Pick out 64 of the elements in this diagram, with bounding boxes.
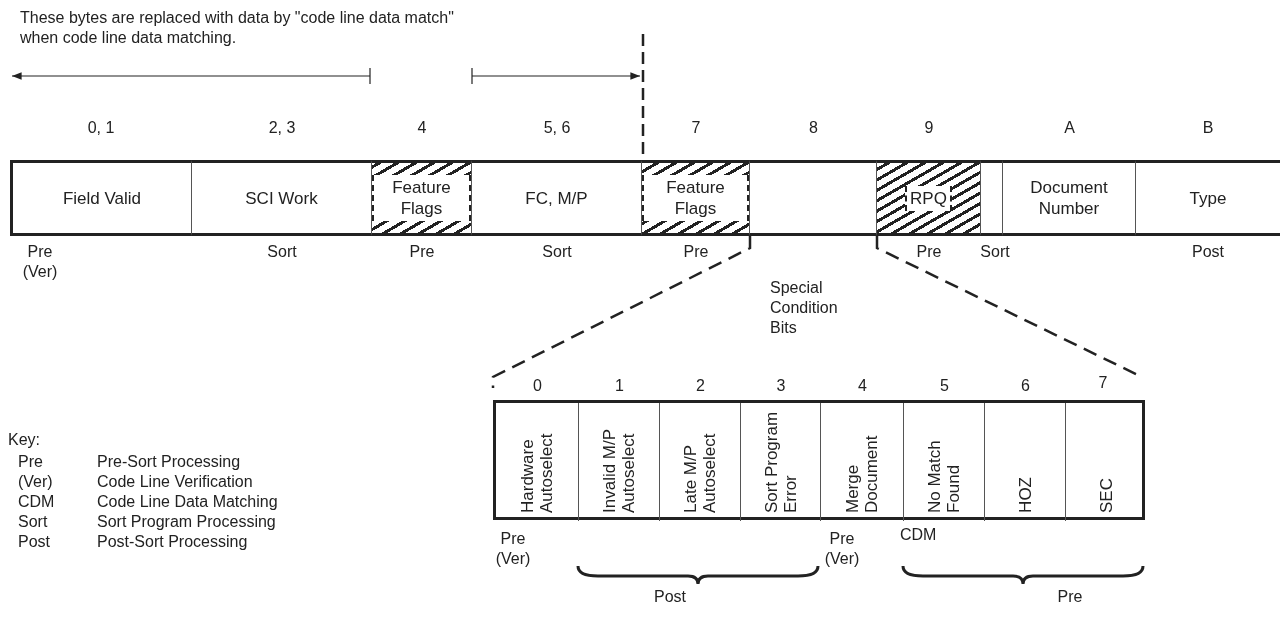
field-name: Invalid M/P Autoselect [600,428,638,515]
processing-tag: Pre [372,242,472,262]
key-abbreviation: CDM [18,492,56,512]
position-number: B [1201,118,1215,138]
byte-cell [1003,160,1136,236]
key-abbreviation: (Ver) [18,472,54,492]
byte-cell [10,160,192,236]
hatched-byte-cell [642,160,750,236]
field-name: Document Number [1029,177,1109,219]
field-name: Late M/P Autoselect [681,432,719,515]
position-number: 8 [808,118,819,138]
position-number: 7 [1097,373,1109,393]
processing-tag: Pre [1045,587,1095,607]
key-description: Code Line Verification [97,472,254,492]
position-number: 1 [614,376,625,396]
key-description: Sort Program Processing [97,512,277,532]
position-number: 2, 3 [267,118,297,138]
position-number: 0, 1 [86,118,116,138]
processing-tag: Pre (Ver) [10,242,70,282]
key-abbreviation: Pre [18,452,44,472]
position-number: 5 [939,376,950,396]
position-number: 6 [1020,376,1031,396]
field-name: SEC [1096,478,1116,515]
processing-tag: Sort [472,242,642,262]
byte-cell [1136,160,1280,236]
key-heading: Key: [8,430,41,450]
processing-tag: Post [640,587,700,607]
hatched-byte-cell [877,160,981,236]
key-description: Code Line Data Matching [97,492,279,512]
processing-tag: Sort [192,242,372,262]
field-name: FC, M/P [525,187,588,209]
field-name: Type [1189,187,1227,209]
position-number: A [1063,118,1076,138]
position-number: 0 [532,376,543,396]
position-number: 4 [416,118,428,138]
hatched-byte-cell [372,160,472,236]
field-name: SCI Work [245,187,318,209]
position-number: 7 [690,118,702,138]
field-name: Sort Program Error [761,410,800,515]
field-name: No Match Found [925,439,963,515]
note-text: These bytes are replaced with data by "code line data match" when code line data matching. [20,8,455,48]
key-abbreviation: Post [18,532,51,552]
position-number: 4 [857,376,868,396]
field-name: Merge Document [843,434,881,515]
empty-byte-cell [981,160,1003,236]
field-name: HOZ [1015,477,1035,515]
field-name: RPQ [905,185,952,211]
processing-tag: Pre [642,242,750,262]
caption-text: Special Condition Bits [770,278,839,338]
key-description: Post-Sort Processing [97,532,249,552]
position-number: 3 [775,376,787,396]
processing-tag: Pre (Ver) [817,529,867,569]
processing-tag: Post [1136,242,1280,262]
field-name: Feature Flags [642,175,749,221]
position-number: 2 [695,376,706,396]
field-name: Field Valid [62,187,142,209]
processing-tag: Pre (Ver) [488,529,538,569]
processing-tag: CDM [900,525,960,545]
key-abbreviation: Sort [18,512,49,532]
field-name: Hardware Autoselect [518,432,556,515]
field-name: Feature Flags [372,175,471,221]
key-description: Pre-Sort Processing [97,452,242,472]
position-number: 5, 6 [542,118,572,138]
position-number: 9 [923,118,935,138]
